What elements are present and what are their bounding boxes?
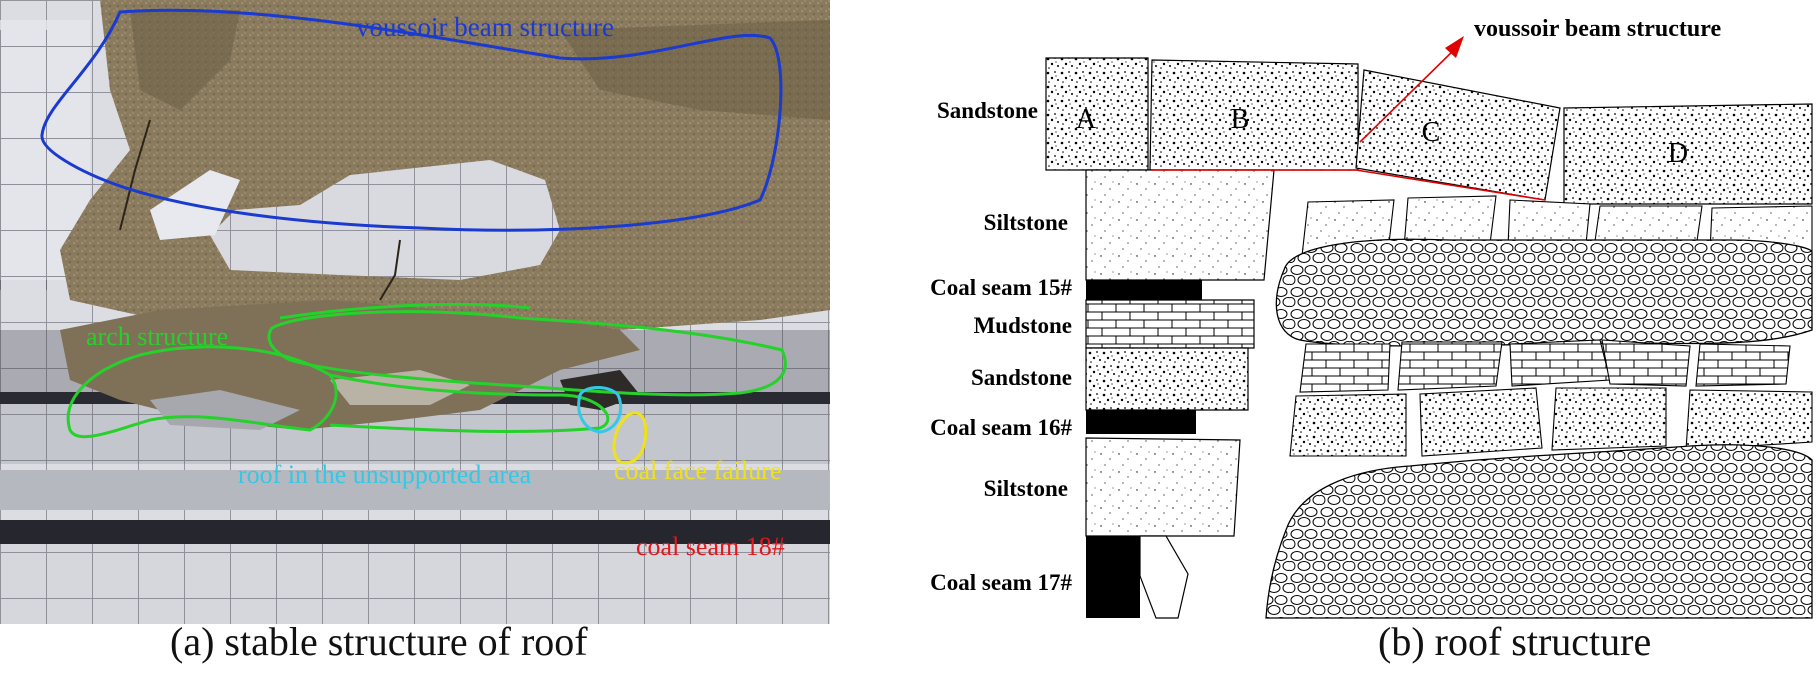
coal-seam-17 <box>1086 536 1140 618</box>
voussoir-outline <box>40 8 783 232</box>
siltstone-lower <box>1085 437 1241 537</box>
voussoir-red-line <box>1152 169 1546 201</box>
block-a <box>1045 57 1149 171</box>
stratum-label-2: Coal seam 15# <box>930 275 1072 300</box>
caved-zone-lower <box>1265 444 1813 619</box>
voussoir-arrow-line <box>1359 47 1457 143</box>
siltstone-upper <box>1085 169 1275 281</box>
block-d <box>1563 103 1813 205</box>
block-b <box>1149 59 1359 171</box>
label-coal-seam: coal seam 18# <box>636 532 785 561</box>
block-c <box>1355 69 1561 201</box>
caption-b: (b) roof structure <box>1378 619 1652 664</box>
label-voussoir: voussoir beam structure <box>356 12 614 42</box>
panel-b-diagram: A B C D voussoir beam structure Sandston… <box>930 16 1813 619</box>
caption-a: (a) stable structure of roof <box>170 619 588 664</box>
roof-outline <box>577 386 623 434</box>
stratum-label-4: Sandstone <box>971 365 1072 390</box>
label-coal-face: coal face failure <box>614 456 782 485</box>
coal-face-outline <box>612 411 648 465</box>
coal-fragment <box>1139 535 1189 619</box>
label-arch: arch structure <box>86 322 229 351</box>
block-label-b: B <box>1231 104 1250 135</box>
mudstone-left <box>1085 299 1255 349</box>
stratum-label-6: Siltstone <box>984 476 1068 501</box>
block-label-c: C <box>1422 117 1441 148</box>
voussoir-arrowhead <box>1445 36 1464 58</box>
voussoir-title: voussoir beam structure <box>1474 16 1721 42</box>
stratum-label-0: Sandstone <box>937 98 1038 123</box>
stratum-label-7: Coal seam 17# <box>930 570 1072 595</box>
block-label-a: A <box>1076 104 1097 135</box>
panel-a-photo <box>0 0 830 624</box>
sandstone-left <box>1085 347 1249 411</box>
stratum-label-3: Mudstone <box>974 313 1072 338</box>
arch-outline <box>267 310 787 397</box>
stratum-label-5: Coal seam 16# <box>930 415 1072 440</box>
caved-zone-upper <box>1275 238 1813 347</box>
coal-seam-16 <box>1086 410 1196 434</box>
stratum-label-1: Siltstone <box>984 210 1068 235</box>
label-roof: roof in the unsupported area <box>238 460 532 489</box>
coal-seam-15 <box>1086 280 1202 300</box>
block-label-d: D <box>1668 138 1688 169</box>
